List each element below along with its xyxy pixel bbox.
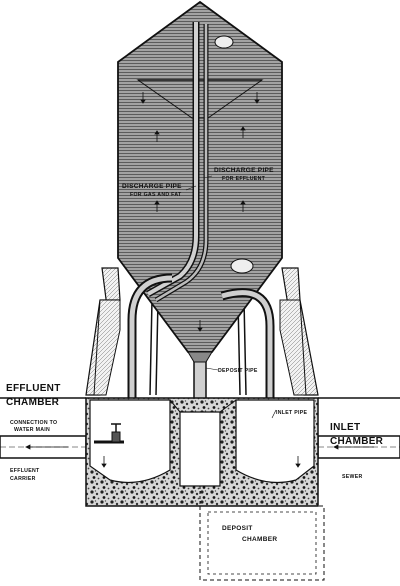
label-discharge-effluent-1: DISCHARGE PIPE bbox=[214, 167, 274, 174]
deposit-chamber bbox=[199, 486, 325, 581]
label-inlet-chamber-2: CHAMBER bbox=[330, 436, 384, 447]
label-deposit-pipe: DEPOSIT PIPE bbox=[218, 368, 258, 374]
label-sewer: SEWER bbox=[342, 474, 363, 480]
label-effluent-carrier-2: CARRIER bbox=[10, 476, 36, 482]
water-valve-icon bbox=[94, 423, 124, 444]
leader-lines bbox=[185, 175, 277, 419]
label-deposit-chamber-2: CHAMBER bbox=[242, 536, 277, 543]
label-discharge-effluent-2: FOR EFFLUENT bbox=[222, 176, 266, 182]
effluent-outlet-pipe bbox=[127, 273, 173, 468]
label-discharge-gas-2: FOR GAS AND FAT bbox=[130, 192, 182, 198]
label-effluent-chamber-2: CHAMBER bbox=[6, 397, 60, 408]
label-connection-1: CONNECTION TO bbox=[10, 420, 57, 426]
flow-arrows bbox=[25, 444, 374, 468]
support-legs bbox=[85, 267, 319, 396]
label-inlet-chamber-1: INLET bbox=[330, 422, 360, 433]
foundation bbox=[85, 397, 319, 507]
labels: DISCHARGE PIPE FOR EFFLUENT DISCHARGE PI… bbox=[6, 167, 384, 543]
label-inlet-pipe: INLET PIPE bbox=[276, 410, 307, 416]
label-deposit-chamber-1: DEPOSIT bbox=[222, 525, 253, 532]
label-effluent-carrier-1: EFFLUENT bbox=[10, 468, 40, 474]
label-discharge-gas-1: DISCHARGE PIPE bbox=[122, 183, 182, 190]
label-connection-2: WATER MAIN bbox=[14, 427, 50, 433]
inlet-pipe bbox=[220, 288, 275, 468]
label-effluent-chamber-1: EFFLUENT bbox=[6, 383, 61, 394]
discharge-pipe-gas bbox=[154, 24, 209, 303]
discharge-pipe-effluent bbox=[146, 22, 200, 298]
